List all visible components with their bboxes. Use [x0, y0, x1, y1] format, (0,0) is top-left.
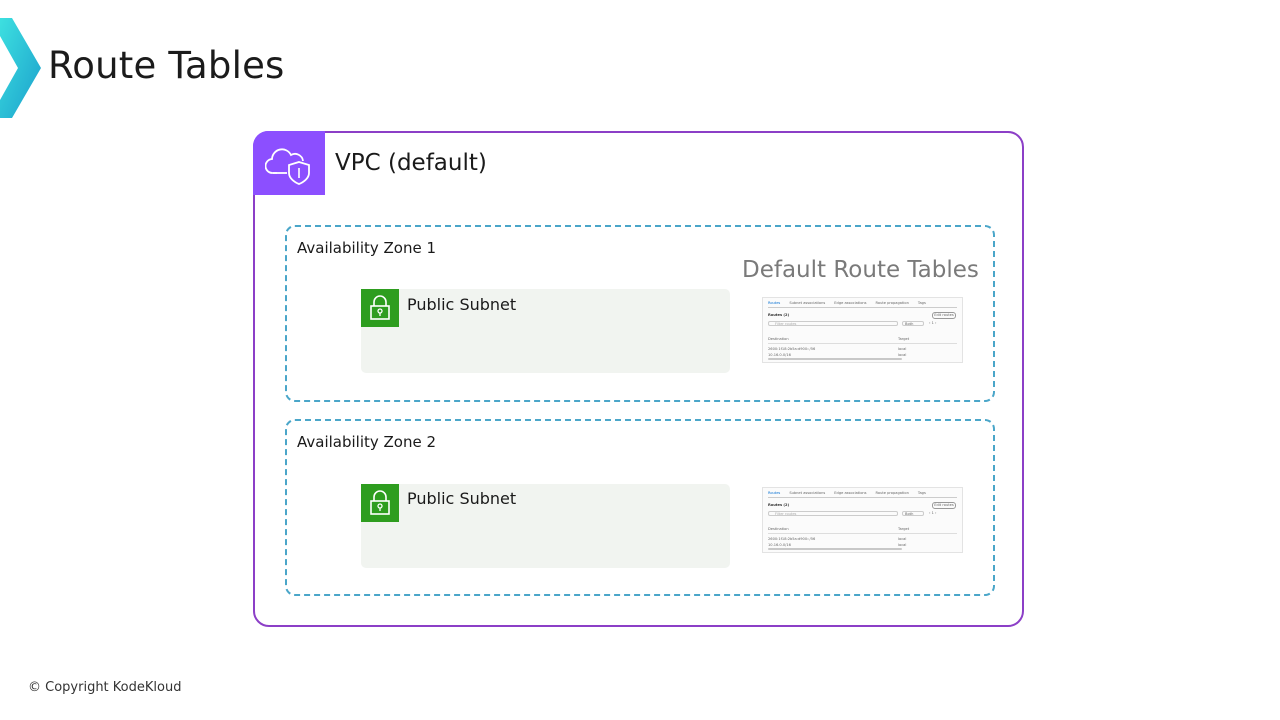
kodekloud-logo-chevron-icon: [0, 18, 41, 118]
horizontal-scrollbar[interactable]: [768, 358, 902, 360]
filter-routes-input[interactable]: Filter routes: [768, 511, 898, 516]
table-row: 2600:1f18:2b5a:d900::/56 local: [768, 537, 957, 542]
public-subnet-1-label: Public Subnet: [407, 295, 517, 314]
column-destination: Destination: [768, 527, 789, 531]
tab-tags[interactable]: Tags: [917, 491, 926, 495]
route-table-thumbnail-2: Routes Subnet associations Edge associatio…: [762, 487, 963, 553]
filter-routes-input[interactable]: Filter routes: [768, 321, 898, 326]
public-subnet-2-label: Public Subnet: [407, 489, 517, 508]
availability-zone-2-label: Availability Zone 2: [297, 433, 437, 451]
tab-routes[interactable]: Routes: [768, 491, 781, 495]
availability-zone-2: [285, 419, 995, 596]
tab-edge-associations[interactable]: Edge associations: [834, 301, 867, 305]
vpc-cloud-shield-icon: [265, 148, 310, 185]
availability-zone-1: [285, 225, 995, 402]
page-title: Route Tables: [48, 44, 285, 87]
route-filter-select[interactable]: Both: [902, 511, 924, 516]
route-pager[interactable]: ‹ 1 ›: [929, 511, 937, 515]
table-row: 10.16.0.0/16 local: [768, 543, 957, 548]
edit-routes-button[interactable]: Edit routes: [932, 502, 956, 509]
tab-tags[interactable]: Tags: [917, 301, 926, 305]
route-destination: 10.16.0.0/16: [768, 543, 791, 547]
edit-routes-button[interactable]: Edit routes: [932, 312, 956, 319]
vpc-badge: [253, 131, 325, 195]
subnet-1-badge: [361, 289, 399, 327]
route-pager[interactable]: ‹ 1 ›: [929, 321, 937, 325]
table-row: 2600:1f18:2b5a:d900::/56 local: [768, 347, 957, 352]
copyright-footer: © Copyright KodeKloud: [28, 680, 182, 695]
tab-edge-associations[interactable]: Edge associations: [834, 491, 867, 495]
subnet-2-badge: [361, 484, 399, 522]
route-table-header: Destination Target: [768, 337, 957, 344]
column-destination: Destination: [768, 337, 789, 341]
route-destination: 2600:1f18:2b5a:d900::/56: [768, 537, 816, 541]
route-filter-select[interactable]: Both: [902, 321, 924, 326]
route-target: local: [898, 537, 907, 541]
tab-routes[interactable]: Routes: [768, 301, 781, 305]
public-subnet-1: [361, 289, 730, 373]
horizontal-scrollbar[interactable]: [768, 548, 902, 550]
padlock-icon: [370, 490, 390, 515]
column-target: Target: [898, 527, 910, 531]
route-table-tabs: Routes Subnet associations Edge associatio…: [768, 301, 957, 308]
vpc-label: VPC (default): [335, 150, 487, 176]
route-target: local: [898, 347, 907, 351]
padlock-icon: [370, 295, 390, 320]
tab-route-propagation[interactable]: Route propagation: [875, 491, 909, 495]
route-table-tabs: Routes Subnet associations Edge associatio…: [768, 491, 957, 498]
tab-subnet-associations[interactable]: Subnet associations: [789, 301, 826, 305]
route-destination: 2600:1f18:2b5a:d900::/56: [768, 347, 816, 351]
tab-subnet-associations[interactable]: Subnet associations: [789, 491, 826, 495]
routes-section-title: Routes (2): [768, 503, 790, 507]
routes-section-title: Routes (2): [768, 313, 790, 317]
table-row: 10.16.0.0/16 local: [768, 353, 957, 358]
route-destination: 10.16.0.0/16: [768, 353, 791, 357]
availability-zone-1-label: Availability Zone 1: [297, 239, 437, 257]
route-target: local: [898, 543, 907, 547]
route-table-thumbnail-1: Routes Subnet associations Edge associatio…: [762, 297, 963, 363]
route-table-header: Destination Target: [768, 527, 957, 534]
tab-route-propagation[interactable]: Route propagation: [875, 301, 909, 305]
column-target: Target: [898, 337, 910, 341]
public-subnet-2: [361, 484, 730, 568]
route-target: local: [898, 353, 907, 357]
default-route-tables-heading: Default Route Tables: [742, 257, 979, 283]
vpc-container: [253, 131, 1024, 627]
